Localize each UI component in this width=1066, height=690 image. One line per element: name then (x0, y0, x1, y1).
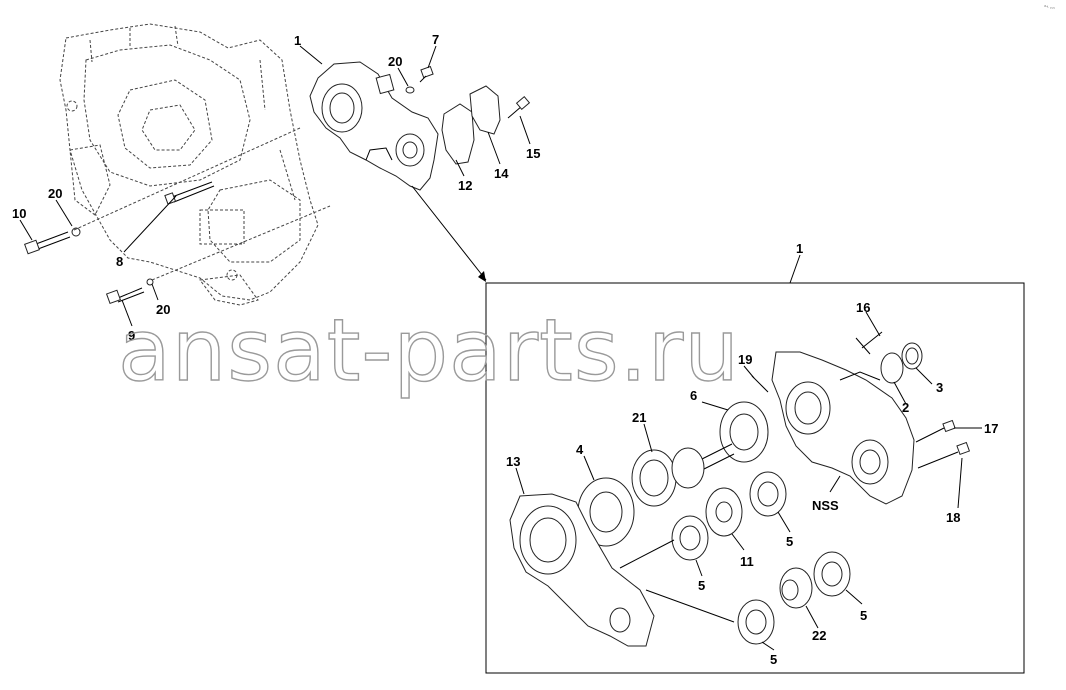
bolt-7 (419, 65, 434, 83)
callout-12: 12 (458, 178, 472, 193)
callout-labels: 1 20 7 12 14 15 20 10 8 9 20 1 16 19 3 2… (12, 32, 998, 667)
callout-3: 3 (936, 380, 943, 395)
gear-21 (631, 443, 735, 507)
gear-11 (705, 487, 743, 537)
gear-case-assembly (309, 61, 439, 191)
gear-22 (779, 567, 813, 609)
bolt-9 (105, 278, 154, 305)
callout-5-c: 5 (860, 608, 867, 623)
washer-20-top (405, 86, 415, 94)
callout-9: 9 (128, 328, 135, 343)
bearing-5-b (749, 471, 787, 517)
callout-13: 13 (506, 454, 520, 469)
leader-lines-box (515, 311, 982, 651)
engine-block (59, 23, 319, 306)
callout-10: 10 (12, 206, 26, 221)
centerline (151, 205, 331, 281)
callout-19: 19 (738, 352, 752, 367)
bearing-5-a (671, 515, 709, 561)
bolt-10 (24, 227, 81, 255)
corner-mark: ᵃ˞ ₙₙ (1044, 4, 1056, 11)
detail-box-leader (789, 254, 801, 284)
callout-21: 21 (632, 410, 646, 425)
callout-5-b: 5 (698, 578, 705, 593)
bolt-16 (855, 331, 883, 355)
callout-2: 2 (902, 400, 909, 415)
bolt-15 (507, 96, 531, 119)
cover-plate (469, 85, 501, 135)
callout-22: 22 (812, 628, 826, 643)
rear-cover (771, 351, 915, 505)
bearing-5-c (813, 551, 851, 597)
callout-5-a: 5 (786, 534, 793, 549)
stud-8 (164, 181, 215, 205)
callout-18: 18 (946, 510, 960, 525)
front-cover (509, 493, 655, 647)
gasket (441, 103, 475, 165)
callout-4: 4 (576, 442, 584, 457)
callout-17: 17 (984, 421, 998, 436)
callout-16: 16 (856, 300, 870, 315)
callout-1-main: 1 (294, 33, 301, 48)
callout-6: 6 (690, 388, 697, 403)
bearing-6 (719, 401, 769, 463)
callout-nss: NSS (812, 498, 839, 513)
callout-8: 8 (116, 254, 123, 269)
detail-box-label: 1 (796, 241, 803, 256)
callout-14: 14 (494, 166, 509, 181)
centerline (73, 127, 301, 231)
detail-box (485, 282, 1025, 674)
bearing-4 (577, 477, 635, 547)
callout-20-left: 20 (48, 186, 62, 201)
seal-2 (880, 352, 904, 384)
callout-20-bottom: 20 (156, 302, 170, 317)
callout-5-d: 5 (770, 652, 777, 667)
callout-15: 15 (526, 146, 540, 161)
callout-11: 11 (740, 554, 754, 569)
bearing-5-d (737, 599, 775, 645)
bolt-17 (915, 419, 956, 443)
bolt-18 (917, 441, 971, 469)
pin-19 (751, 375, 769, 393)
callout-7: 7 (432, 32, 439, 47)
callout-20-top: 20 (388, 54, 402, 69)
watermark: ansat-parts.ru (118, 301, 740, 401)
leader-lines-top (19, 45, 531, 327)
